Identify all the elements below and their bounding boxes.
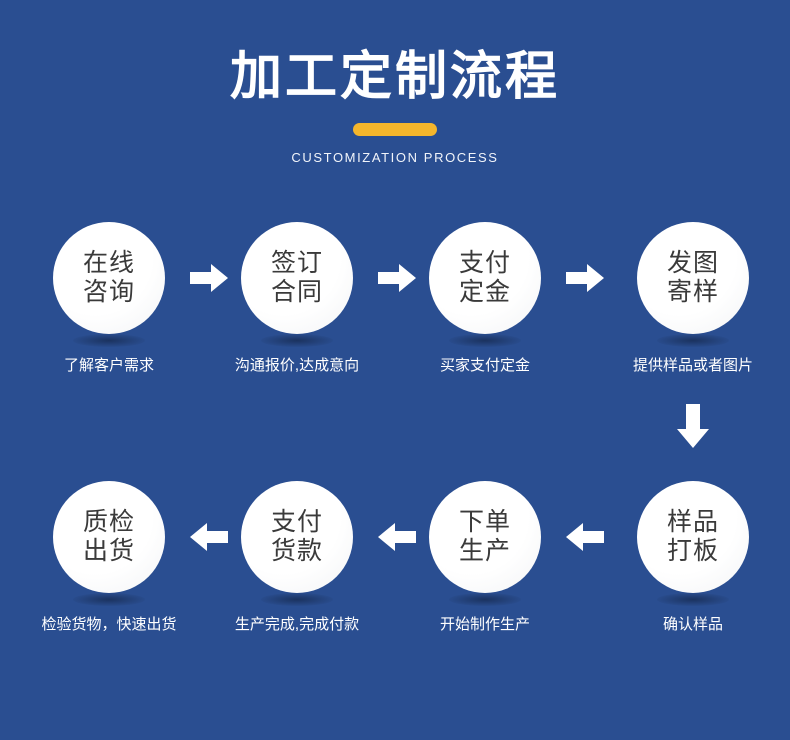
flow-step-5-line2: 打板 (666, 537, 719, 565)
flow-step-3-circle-wrap: 支付 定金 (405, 208, 565, 350)
arrow-left-icon (190, 522, 228, 552)
page-title: 加工定制流程 (229, 48, 560, 106)
flow-step-6-line2: 生产 (458, 537, 511, 565)
page-subtitle: CUSTOMIZATION PROCESS (291, 150, 499, 165)
circle-shadow (449, 334, 521, 347)
circle-shadow (261, 334, 333, 347)
flow-step-4-caption: 提供样品或者图片 (632, 357, 753, 374)
flow-step-4[interactable]: 发图 寄样 提供样品或者图片 (613, 208, 773, 376)
flow-step-1-line1: 在线 (82, 249, 135, 277)
flow-step-6-line1: 下单 (458, 508, 511, 536)
flow-step-2-line1: 签订 (270, 249, 323, 277)
circle-shadow (73, 593, 145, 606)
flow-step-5-caption: 确认样品 (662, 616, 723, 633)
flow-step-6-caption: 开始制作生产 (439, 616, 530, 633)
flow-step-3-line2: 定金 (458, 278, 511, 306)
arrow-left-icon (566, 522, 604, 552)
flow-step-1-line2: 咨询 (82, 278, 135, 306)
circle-shadow (657, 334, 729, 347)
accent-bar-divider (353, 123, 437, 136)
flow-step-6-circle-wrap: 下单 生产 (405, 467, 565, 609)
flow-step-7-circle-wrap: 支付 货款 (217, 467, 377, 609)
flow-step-4-circle[interactable]: 发图 寄样 (637, 222, 749, 334)
flow-step-2-caption: 沟通报价,达成意向 (234, 357, 360, 374)
flow-step-7-caption: 生产完成,完成付款 (234, 616, 360, 633)
flow-row-top: 在线 咨询 了解客户需求 签订 合同 沟通报价,达成意向 (0, 208, 790, 408)
flow-step-7[interactable]: 支付 货款 生产完成,完成付款 (217, 467, 377, 635)
flow-step-1[interactable]: 在线 咨询 了解客户需求 (29, 208, 189, 376)
arrow-right-icon (190, 263, 228, 293)
flow-step-5[interactable]: 样品 打板 确认样品 (613, 467, 773, 635)
circle-shadow (73, 334, 145, 347)
arrow-right-icon (378, 263, 416, 293)
flow-step-3-line1: 支付 (458, 249, 511, 277)
flow-step-2-line2: 合同 (270, 278, 323, 306)
flow-step-1-caption: 了解客户需求 (63, 357, 154, 374)
flow-step-7-circle[interactable]: 支付 货款 (241, 481, 353, 593)
flow-step-2[interactable]: 签订 合同 沟通报价,达成意向 (217, 208, 377, 376)
flow-step-3-caption: 买家支付定金 (439, 357, 530, 374)
flow-step-8-circle[interactable]: 质检 出货 (53, 481, 165, 593)
flow-step-8-line1: 质检 (82, 508, 135, 536)
flow-step-7-line2: 货款 (270, 537, 323, 565)
arrow-left-icon (378, 522, 416, 552)
arrow-right-icon (566, 263, 604, 293)
flow-step-8[interactable]: 质检 出货 检验货物，快速出货 (29, 467, 189, 635)
circle-shadow (449, 593, 521, 606)
flow-step-4-line2: 寄样 (666, 278, 719, 306)
banner-header: 加工定制流程 CUSTOMIZATION PROCESS (0, 0, 790, 166)
flow-step-8-caption: 检验货物，快速出货 (41, 616, 177, 633)
flow-step-1-circle[interactable]: 在线 咨询 (53, 222, 165, 334)
flow-step-5-circle[interactable]: 样品 打板 (637, 481, 749, 593)
flow-step-3[interactable]: 支付 定金 买家支付定金 (405, 208, 565, 376)
flow-step-3-circle[interactable]: 支付 定金 (429, 222, 541, 334)
flow-step-4-circle-wrap: 发图 寄样 (613, 208, 773, 350)
flow-step-6-circle[interactable]: 下单 生产 (429, 481, 541, 593)
flow-step-2-circle-wrap: 签订 合同 (217, 208, 377, 350)
flow-step-8-line2: 出货 (82, 537, 135, 565)
flow-step-5-circle-wrap: 样品 打板 (613, 467, 773, 609)
flow-step-1-circle-wrap: 在线 咨询 (29, 208, 189, 350)
flow-step-4-line1: 发图 (666, 249, 719, 277)
flow-step-8-circle-wrap: 质检 出货 (29, 467, 189, 609)
circle-shadow (261, 593, 333, 606)
flow-step-6[interactable]: 下单 生产 开始制作生产 (405, 467, 565, 635)
circle-shadow (657, 593, 729, 606)
flow-step-5-line1: 样品 (666, 508, 719, 536)
flow-step-7-line1: 支付 (270, 508, 323, 536)
arrow-down-icon (676, 404, 710, 448)
flow-step-2-circle[interactable]: 签订 合同 (241, 222, 353, 334)
flow-row-bottom: 质检 出货 检验货物，快速出货 支付 货款 生产完成,完成付款 (0, 467, 790, 667)
